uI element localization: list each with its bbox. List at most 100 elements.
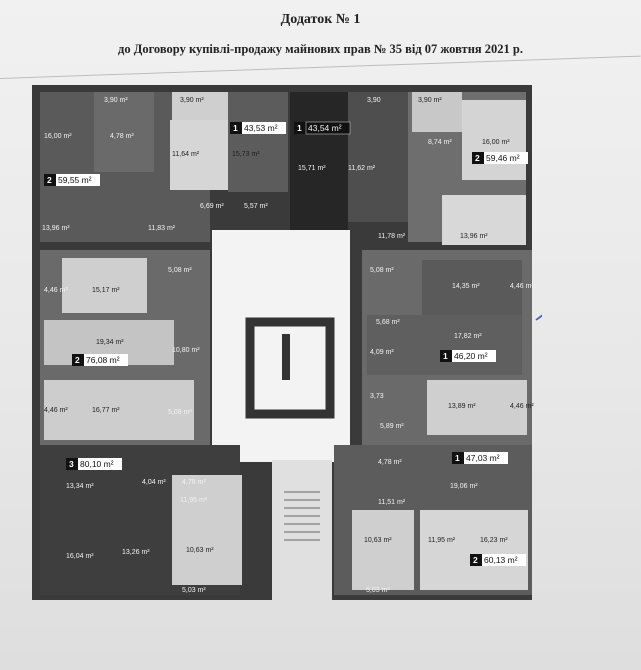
room-label: 4,46 m² (510, 283, 534, 290)
room-mid (94, 92, 154, 172)
room-area-labels: 3,90 m² 3,90 m² 16,00 m² 4,78 m² 11,64 m… (42, 97, 534, 594)
room-label: 5,08 m² (370, 267, 394, 274)
apartment-badge: 2 60,13 m² (470, 554, 526, 566)
svg-text:59,46 m²: 59,46 m² (486, 153, 520, 163)
room-label: 13,34 m² (66, 483, 94, 490)
svg-text:2: 2 (473, 555, 478, 565)
room-label: 10,63 m² (186, 547, 214, 554)
room-label: 16,00 m² (482, 139, 510, 146)
checkmark-icon (535, 314, 542, 321)
room-label: 5,68 m² (376, 319, 400, 326)
room-label: 11,78 m² (378, 233, 406, 240)
svg-text:46,20 m²: 46,20 m² (454, 351, 488, 361)
svg-text:2: 2 (75, 355, 80, 365)
room-label: 15,73 m² (232, 151, 260, 158)
room-label: 5,08 m² (168, 267, 192, 274)
apartment-badge: 1 43,54 m² (294, 121, 351, 135)
document-title: Додаток № 1 (280, 12, 361, 27)
room-label: 14,35 m² (452, 283, 480, 290)
room-label: 16,04 m² (66, 553, 94, 560)
zone-top-center-right (348, 92, 408, 222)
room-label: 3,90 m² (180, 97, 204, 104)
room-label: 11,95 m² (180, 497, 208, 504)
svg-text:43,53 m²: 43,53 m² (244, 123, 278, 133)
room-label: 5,89 m² (380, 423, 404, 430)
room-label: 11,83 m² (148, 225, 176, 232)
svg-text:47,03 m²: 47,03 m² (466, 453, 500, 463)
room-label: 11,64 m² (172, 151, 200, 158)
room-label: 16,23 m² (480, 537, 508, 544)
svg-text:76,08 m²: 76,08 m² (86, 355, 120, 365)
room-label: 4,46 m² (44, 287, 68, 294)
apartment-badge: 1 47,03 m² (452, 452, 508, 464)
room-light (172, 475, 242, 585)
apartment-badge: 2 59,55 m² (44, 174, 100, 186)
room-label: 19,06 m² (450, 483, 478, 490)
floor-plan-drawing: 3,90 m² 3,90 m² 16,00 m² 4,78 m² 11,64 m… (32, 85, 542, 600)
room-label: 4,46 m² (44, 407, 68, 414)
room-light (412, 92, 462, 132)
room-label: 4,78 m² (378, 459, 402, 466)
room-light (170, 120, 228, 190)
room-label: 3,90 (367, 97, 381, 104)
room-label: 3,90 m² (418, 97, 442, 104)
room-light (352, 510, 414, 590)
svg-text:1: 1 (455, 453, 460, 463)
room-label: 13,26 m² (122, 549, 150, 556)
room-label: 10,63 m² (364, 537, 392, 544)
core-partition (282, 334, 290, 380)
room-light (420, 510, 528, 590)
floor-plan: 3,90 m² 3,90 m² 16,00 m² 4,78 m² 11,64 m… (22, 80, 542, 605)
document-subtitle: до Договору купівлі-продажу майнових пра… (118, 42, 523, 56)
room-label: 19,34 m² (96, 339, 124, 346)
svg-text:1: 1 (443, 351, 448, 361)
room-label: 16,77 m² (92, 407, 120, 414)
room-label: 15,71 m² (298, 165, 326, 172)
page-edge-line (0, 55, 641, 79)
room-light (62, 258, 147, 313)
zone-top-center (290, 92, 348, 242)
room-label: 5,03 m² (366, 587, 390, 594)
svg-text:80,10 m²: 80,10 m² (80, 459, 114, 469)
room-label: 13,96 m² (42, 225, 70, 232)
room-label: 4,78 m² (110, 133, 134, 140)
svg-text:2: 2 (475, 153, 480, 163)
room-label: 4,04 m² (142, 479, 166, 486)
room-label: 5,03 m² (182, 587, 206, 594)
room-light (442, 195, 526, 245)
room-label: 16,00 m² (44, 133, 72, 140)
room-label: 5,08 m² (168, 409, 192, 416)
room-dark (367, 315, 522, 375)
elevator-core (245, 317, 335, 419)
room-label: 4,46 m² (510, 403, 534, 410)
room-label: 11,62 m² (348, 165, 376, 172)
apartment-badge: 2 59,46 m² (472, 152, 528, 164)
room-dark (422, 260, 522, 320)
svg-text:2: 2 (47, 175, 52, 185)
room-label: 13,96 m² (460, 233, 488, 240)
room-label: 8,74 m² (428, 139, 452, 146)
room-label: 3,90 m² (104, 97, 128, 104)
room-label: 17,82 m² (454, 333, 482, 340)
apartment-badge: 2 76,08 m² (72, 354, 128, 366)
room-label: 3,73 (370, 393, 384, 400)
room-label: 6,69 m² (200, 203, 224, 210)
room-label: 4,09 m² (370, 349, 394, 356)
room-label: 4,78 m² (182, 479, 206, 486)
room-label: 10,80 m² (172, 347, 200, 354)
stairwell (272, 460, 332, 600)
room-light (44, 380, 194, 440)
svg-text:3: 3 (69, 459, 74, 469)
svg-text:43,54 m²: 43,54 m² (308, 123, 342, 133)
svg-text:59,55 m²: 59,55 m² (58, 175, 92, 185)
room-light (427, 380, 527, 435)
room-dark (228, 92, 288, 192)
apartment-badge: 3 80,10 m² (66, 458, 122, 470)
svg-text:1: 1 (297, 123, 302, 133)
room-light (462, 100, 526, 180)
room-label: 11,95 m² (428, 537, 456, 544)
svg-text:60,13 m²: 60,13 m² (484, 555, 518, 565)
room-label: 11,51 m² (378, 499, 406, 506)
apartment-badge: 1 43,53 m² (230, 122, 286, 134)
